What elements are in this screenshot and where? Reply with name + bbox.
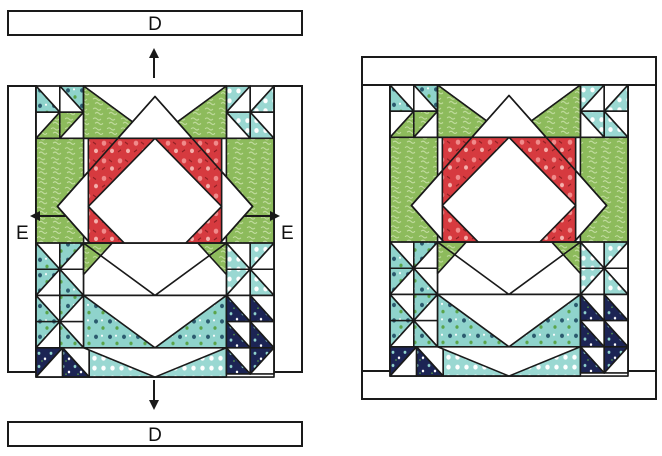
arrow-up-icon — [149, 48, 159, 78]
arrow-down-icon — [149, 380, 159, 410]
quilt-block-right — [390, 85, 628, 376]
quilt-block-left — [36, 86, 274, 377]
assembled-block-diagram — [362, 57, 656, 399]
top-border-label: D — [148, 14, 162, 35]
bottom-border-label: D — [148, 425, 162, 446]
right-side-label: E — [281, 223, 294, 244]
left-side-label: E — [16, 223, 29, 244]
unassembled-block-diagram: D E E D — [8, 11, 302, 446]
